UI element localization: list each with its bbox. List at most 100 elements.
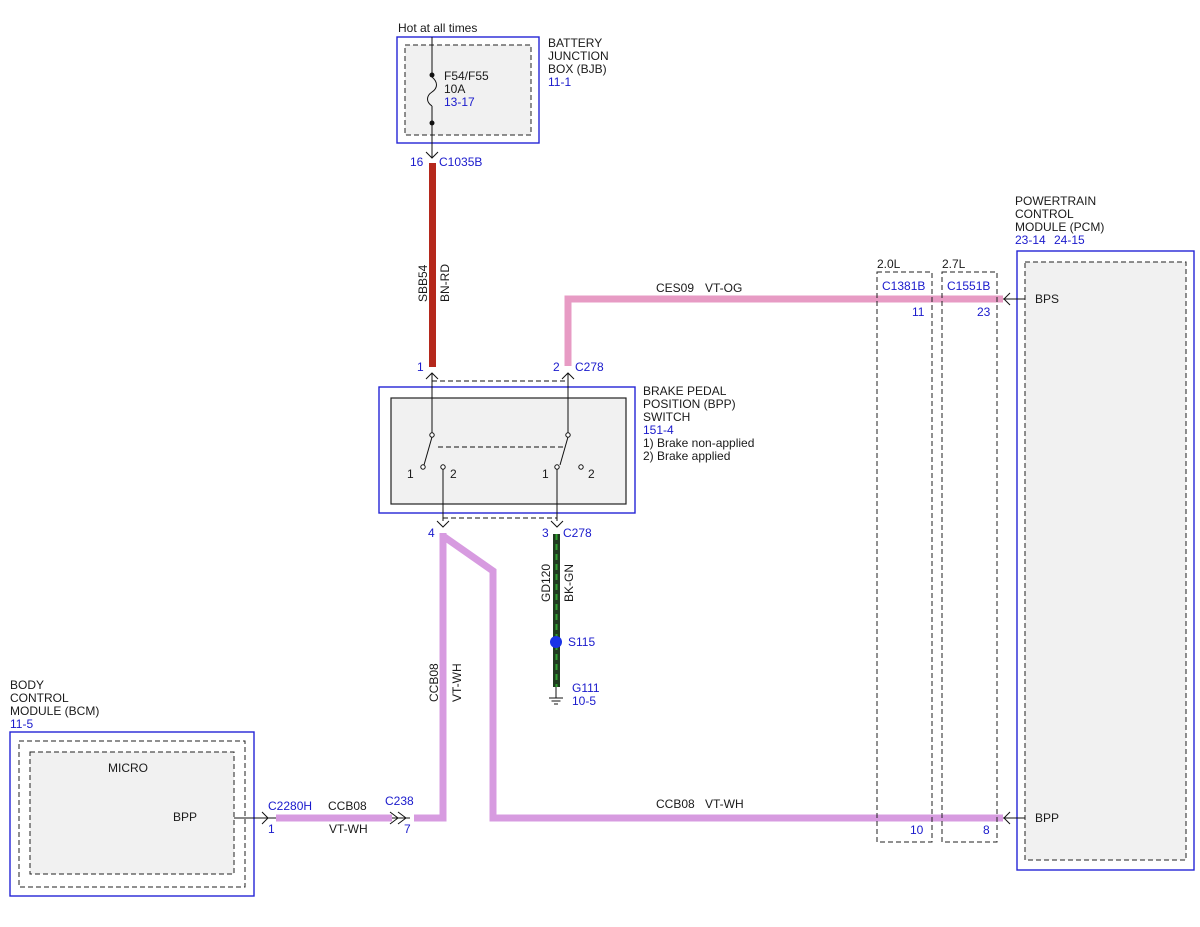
- engine-2-7-bracket: [941, 271, 998, 843]
- wire-ces09[interactable]: CES09 VT-OG: [564, 281, 1003, 366]
- fuse-rating: 10A: [444, 82, 465, 96]
- engine-2-0-connector[interactable]: 2.0L C1381B 11 10: [876, 257, 933, 843]
- bpp-pin-1: 1: [417, 360, 424, 374]
- switch-right-pos2: 2: [588, 467, 595, 481]
- ground-ref-link[interactable]: 10-5: [572, 694, 596, 708]
- fuse-icon: [427, 76, 437, 107]
- fuse-name: F54/F55: [444, 69, 489, 83]
- ground-name[interactable]: G111: [572, 681, 600, 695]
- bpp-state-2: 2) Brake applied: [643, 449, 730, 463]
- wire-sbb54-body[interactable]: [429, 163, 436, 367]
- connector-arrow-icon: [425, 151, 439, 159]
- pin4-arrow-icon: [436, 520, 450, 528]
- switch-right-blade: [559, 436, 569, 466]
- bjb-feed-label: Hot at all times: [398, 21, 477, 35]
- ground-symbol-icon: [549, 697, 563, 705]
- bjb-connector[interactable]: C1035B: [439, 155, 482, 169]
- bcm-connector[interactable]: C2280H: [268, 799, 312, 813]
- powertrain-control-module: POWERTRAIN CONTROL MODULE (PCM) 23-14 24…: [1003, 194, 1195, 871]
- bcm-name-line3: MODULE (BCM): [10, 704, 99, 718]
- bpp-name-line2: POSITION (BPP): [643, 397, 736, 411]
- wire-ces09-color: VT-OG: [705, 281, 742, 295]
- switch-left-blade: [423, 436, 433, 466]
- bcm-name-line1: BODY: [10, 678, 44, 692]
- wire-ccb08-color-bcm: VT-WH: [329, 822, 368, 836]
- pcm-bpp-arrow-icon: [1003, 811, 1011, 825]
- bpp-switch-outline: [378, 386, 636, 514]
- wire-sbb54[interactable]: SBB54 BN-RD: [416, 163, 452, 367]
- battery-junction-box: Hot at all times BATTERY JUNCTION BOX (B…: [396, 21, 609, 169]
- bjb-pin: 16: [410, 155, 424, 169]
- splice-dot-icon[interactable]: [550, 636, 562, 648]
- engine-2-7-pin-bot: 8: [983, 823, 990, 837]
- bcm-name-line2: CONTROL: [10, 691, 69, 705]
- pcm-inner: [1024, 261, 1187, 861]
- bcm-input-arrow-icon: [261, 811, 269, 825]
- engine-2-0-label: 2.0L: [877, 257, 901, 271]
- wire-ces09-body[interactable]: [564, 295, 1003, 366]
- pcm-ref-link-1[interactable]: 23-14: [1015, 233, 1046, 247]
- bpp-conn-top[interactable]: C278: [575, 360, 604, 374]
- wire-ccb08-circuit-bcm: CCB08: [328, 799, 367, 813]
- pin3-arrow-icon: [550, 520, 564, 528]
- pcm-name-line2: CONTROL: [1015, 207, 1074, 221]
- c238-pin: 7: [404, 822, 411, 836]
- engine-2-0-pin-bot: 10: [910, 823, 924, 837]
- wire-ccb08-branch-bcm[interactable]: [414, 533, 447, 822]
- bjb-name-line2: JUNCTION: [548, 49, 609, 63]
- pcm-outline: [1016, 250, 1195, 871]
- bjb-inner: [404, 44, 532, 136]
- engine-2-7-conn[interactable]: C1551B: [947, 279, 990, 293]
- bjb-name-line3: BOX (BJB): [548, 62, 607, 76]
- switch-right-pos1: 1: [542, 467, 549, 481]
- inline-connector-c238[interactable]: C238 7: [385, 794, 414, 836]
- bpp-pin-3: 3: [542, 526, 549, 540]
- bpp-switch: BRAKE PEDAL POSITION (BPP) SWITCH 151-4 …: [378, 360, 754, 540]
- pcm-ref-link-2[interactable]: 24-15: [1054, 233, 1085, 247]
- bcm-micro-box: [29, 751, 235, 875]
- wire-ccb08-color-vertical: VT-WH: [450, 663, 464, 702]
- engine-2-7-pin-top: 23: [977, 305, 991, 319]
- engine-2-7-connector[interactable]: 2.7L C1551B 23 8: [941, 257, 998, 843]
- engine-2-0-conn[interactable]: C1381B: [882, 279, 925, 293]
- wire-ccb08-branch-pcm[interactable]: [440, 533, 1003, 822]
- bjb-name-line1: BATTERY: [548, 36, 602, 50]
- pcm-bps-arrow-icon: [1003, 292, 1011, 306]
- bpp-pin-4: 4: [428, 526, 435, 540]
- wire-sbb54-circuit: SBB54: [416, 264, 430, 302]
- fuse-ref-link[interactable]: 13-17: [444, 95, 475, 109]
- wire-gd120-circuit: GD120: [539, 564, 553, 602]
- engine-2-7-label: 2.7L: [942, 257, 966, 271]
- pcm-signal-bps: BPS: [1035, 292, 1059, 306]
- bcm-signal-bpp: BPP: [173, 810, 197, 824]
- wire-sbb54-color: BN-RD: [438, 264, 452, 302]
- wire-gd120-body[interactable]: [553, 534, 560, 687]
- bcm-micro-label: MICRO: [108, 761, 148, 775]
- bpp-ref-link[interactable]: 151-4: [643, 423, 674, 437]
- bpp-conn-bottom[interactable]: C278: [563, 526, 592, 540]
- wire-ccb08-circuit-vertical: CCB08: [427, 663, 441, 702]
- c238-name[interactable]: C238: [385, 794, 414, 808]
- bcm-ref-link[interactable]: 11-5: [10, 717, 33, 731]
- bjb-ref-link[interactable]: 11-1: [548, 75, 571, 89]
- pcm-name-line3: MODULE (PCM): [1015, 220, 1104, 234]
- wire-ccb08-color-pcm: VT-WH: [705, 797, 744, 811]
- body-control-module: BODY CONTROL MODULE (BCM) 11-5 MICRO BPP…: [9, 678, 312, 897]
- wire-ccb08[interactable]: CCB08 VT-WH CCB08 VT-WH CCB08 VT-WH: [276, 533, 1003, 836]
- wire-gd120-color: BK-GN: [562, 564, 576, 602]
- bcm-outline: [9, 731, 255, 897]
- engine-2-0-bracket: [876, 271, 933, 843]
- wire-ccb08-circuit-pcm: CCB08: [656, 797, 695, 811]
- engine-2-0-pin-top: 11: [912, 305, 925, 319]
- bcm-dashed-outer: [18, 740, 246, 888]
- wire-gd120[interactable]: GD120 BK-GN S115 G111 10-5: [539, 534, 600, 708]
- bpp-name-line1: BRAKE PEDAL: [643, 384, 727, 398]
- pcm-signal-bpp: BPP: [1035, 811, 1059, 825]
- switch-left-pos1: 1: [407, 467, 414, 481]
- bpp-pin-2: 2: [553, 360, 560, 374]
- splice-name[interactable]: S115: [568, 635, 595, 649]
- switch-left-pos2: 2: [450, 467, 457, 481]
- bjb-outline: [396, 36, 540, 144]
- pcm-name-line1: POWERTRAIN: [1015, 194, 1096, 208]
